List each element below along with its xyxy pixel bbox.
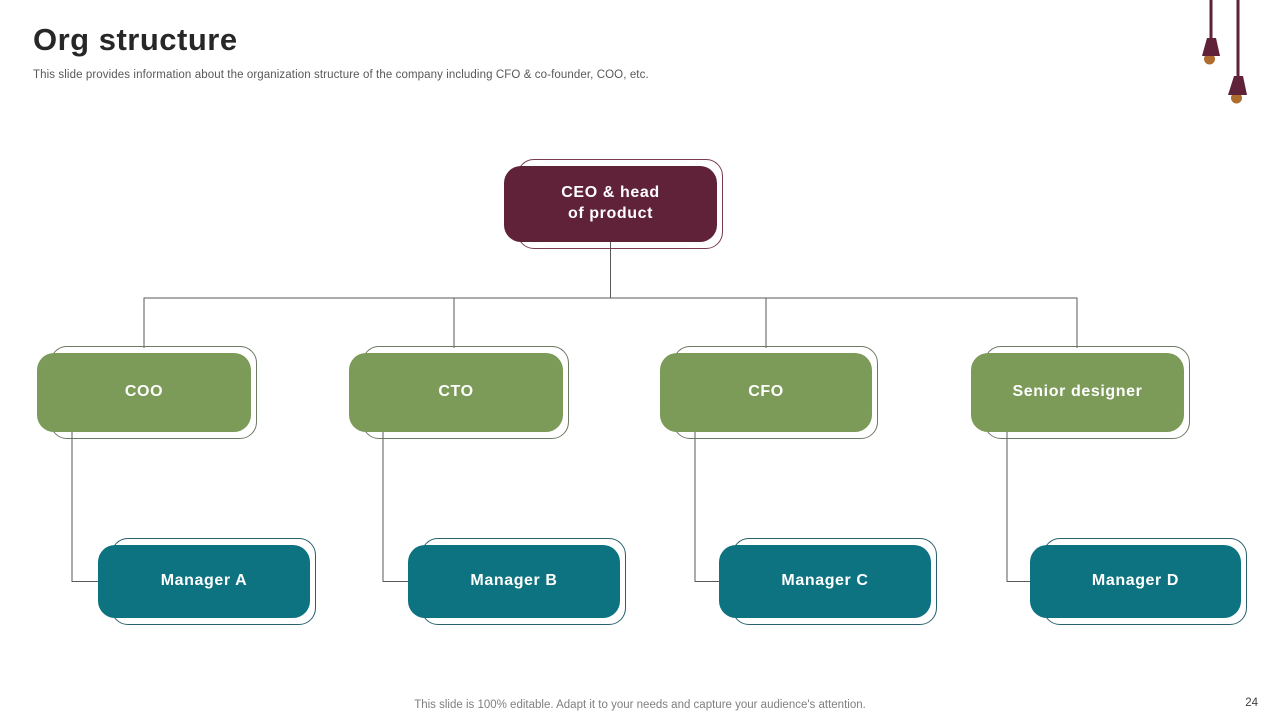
org-node-coo[interactable]: COO	[37, 346, 257, 439]
page-number: 24	[1245, 697, 1258, 709]
org-node-manager-b[interactable]: Manager B	[408, 538, 626, 625]
node-label: Manager B	[470, 572, 558, 590]
lamp-shade-icon	[1202, 38, 1220, 56]
org-node-cfo[interactable]: CFO	[660, 346, 878, 439]
org-node-manager-d[interactable]: Manager D	[1030, 538, 1247, 625]
node-label: Manager C	[781, 572, 869, 590]
node-label: CTO	[438, 383, 474, 401]
org-node-senior-designer[interactable]: Senior designer	[971, 346, 1190, 439]
org-node-manager-c[interactable]: Manager C	[719, 538, 937, 625]
org-node-cto[interactable]: CTO	[349, 346, 569, 439]
org-node-manager-a[interactable]: Manager A	[98, 538, 316, 625]
lamp-bulb-icon	[1204, 53, 1215, 65]
node-label: COO	[124, 383, 164, 401]
org-node-ceo[interactable]: CEO & head of product	[504, 159, 723, 249]
lamp-decoration	[1202, 0, 1247, 104]
connector-lines	[71, 242, 1078, 582]
node-label: Manager A	[160, 572, 248, 590]
node-label: Senior designer	[1012, 383, 1143, 401]
lamp-bulb-icon	[1231, 92, 1242, 104]
footer-note: This slide is 100% editable. Adapt it to…	[414, 699, 866, 711]
slide-subtitle: This slide provides information about th…	[33, 69, 649, 81]
node-label: CFO	[748, 383, 784, 401]
page-title: Org structure	[33, 22, 238, 57]
lamp-shade-icon	[1228, 76, 1247, 95]
node-label: Manager D	[1091, 572, 1180, 590]
node-label: CEO & head of product	[561, 184, 660, 222]
